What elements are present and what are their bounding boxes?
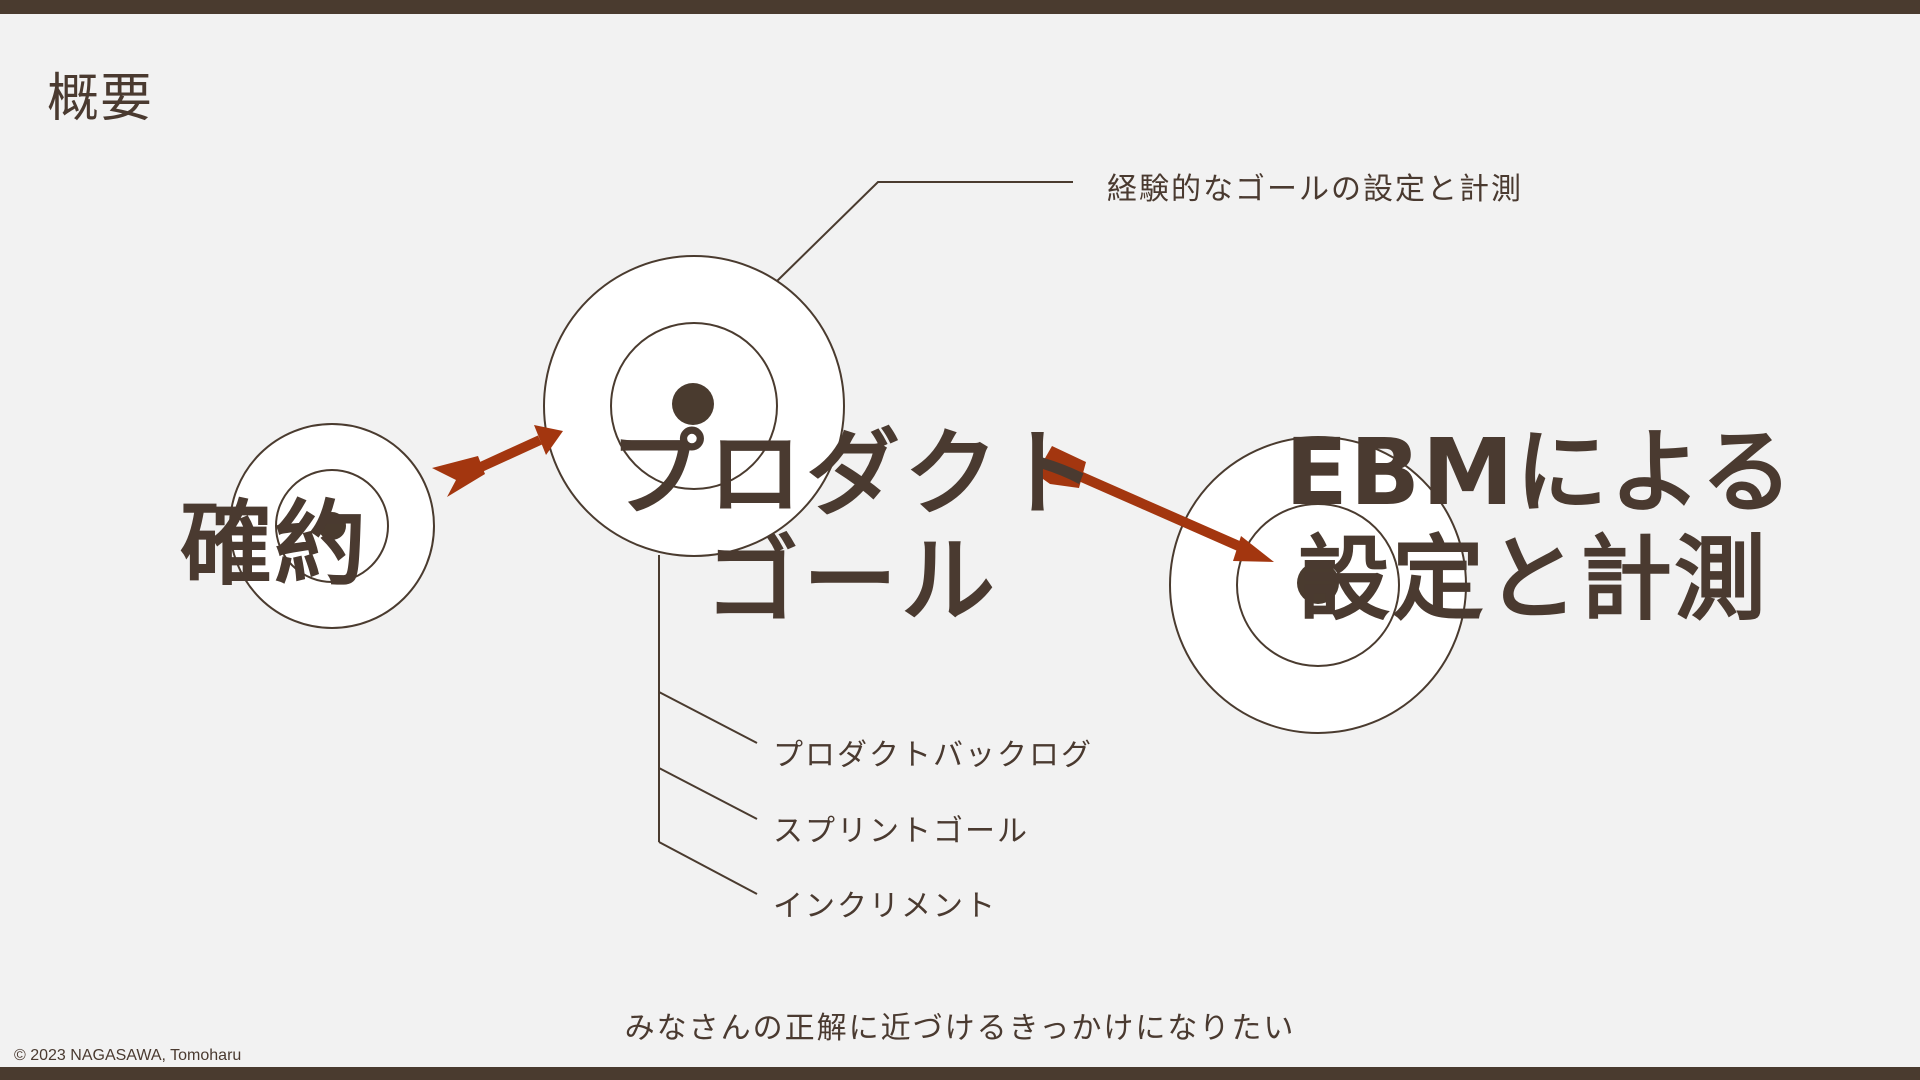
bottom-bar-strip (0, 1067, 1920, 1080)
callout-line-goal (774, 181, 1073, 284)
copyright: © 2023 NAGASAWA, Tomoharu (14, 1047, 242, 1064)
bracket-lines (658, 555, 758, 895)
label-ebm-line2: 設定と計測 (1298, 526, 1769, 633)
label-product-goal-line2: ゴール (705, 527, 1000, 636)
callout-product-backlog: プロダクトバックログ (773, 738, 1093, 773)
label-commitment: 確約 (180, 491, 369, 598)
target-product-goal (543, 255, 845, 557)
target-commitment (229, 423, 435, 629)
top-bar (0, 0, 1920, 14)
label-ebm-line1: EBMによる (1285, 419, 1795, 526)
arrow-commitment-to-goal (432, 425, 563, 497)
callout-increment: インクリメント (773, 889, 997, 924)
target-ebm (1169, 436, 1467, 734)
footer-message: みなさんの正解に近づけるきっかけになりたい (624, 1011, 1296, 1046)
callout-sprint-goal: スプリントゴール (773, 814, 1029, 849)
arrow-goal-to-ebm (1036, 446, 1274, 562)
callout-goal-setting: 経験的なゴールの設定と計測 (1107, 172, 1523, 207)
label-product-goal-line1: プロダクト (610, 420, 1101, 529)
slide-title: 概要 (47, 69, 154, 129)
